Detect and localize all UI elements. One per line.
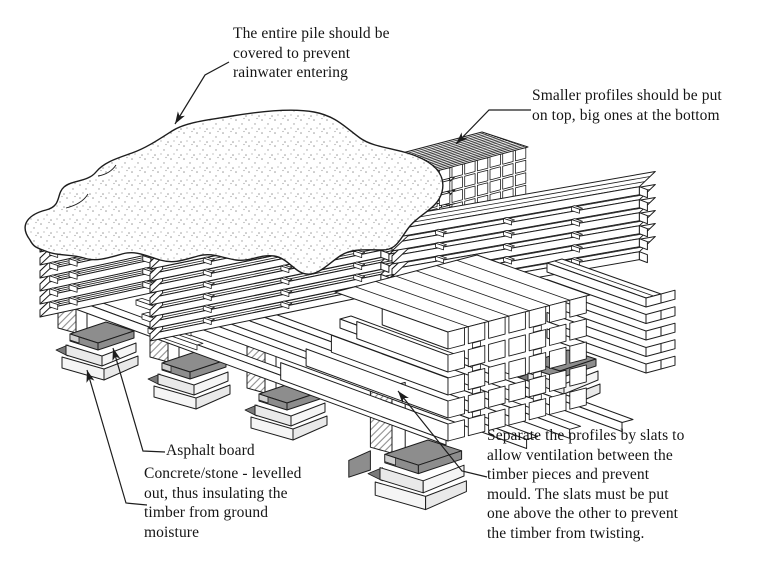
leader-concrete-stone bbox=[86, 369, 148, 506]
leader-separate-slats bbox=[397, 390, 488, 478]
label-separate-slats: Separate the profiles by slats to allow … bbox=[487, 427, 685, 542]
label-cover: The entire pile should be covered to pre… bbox=[233, 25, 390, 81]
leader-smaller-profiles bbox=[455, 109, 531, 145]
tarp-cover-shape bbox=[24, 109, 444, 275]
label-smaller-profiles: Smaller profiles should be put on top, b… bbox=[532, 87, 722, 124]
label-concrete-stone: Concrete/stone - levelled out, thus insu… bbox=[144, 465, 302, 541]
timber-stack-right-back bbox=[391, 171, 656, 304]
leader-cover bbox=[174, 61, 230, 125]
beam-stack-front-right bbox=[280, 254, 591, 442]
label-asphalt-board: Asphalt board bbox=[166, 442, 255, 459]
tarp-cover bbox=[24, 109, 444, 275]
leader-asphalt-board bbox=[112, 347, 166, 453]
